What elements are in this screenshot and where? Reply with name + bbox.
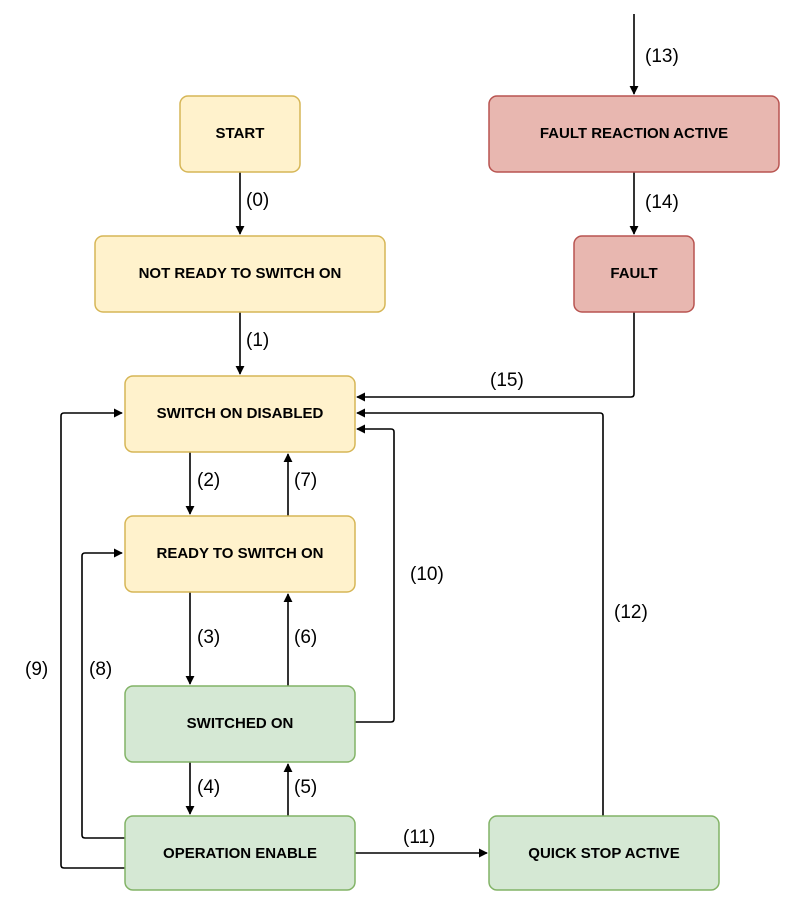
edge-9 [60, 408, 125, 869]
state-not-ready-to-switch-on: NOT READY TO SWITCH ON [94, 235, 386, 313]
edge-10 [355, 424, 395, 723]
label-t12: (12) [614, 602, 648, 623]
state-start-label: START [216, 125, 265, 142]
state-operation-enable: OPERATION ENABLE [124, 815, 356, 891]
label-t8: (8) [89, 659, 112, 680]
state-fault-reaction-active: FAULT REACTION ACTIVE [488, 95, 780, 173]
state-start: START [179, 95, 301, 173]
state-ready-to-switch-on-label: READY TO SWITCH ON [157, 545, 324, 562]
state-not-ready-label: NOT READY TO SWITCH ON [139, 265, 342, 282]
label-t10: (10) [410, 564, 444, 585]
state-quick-stop-active-label: QUICK STOP ACTIVE [528, 845, 679, 862]
label-t3: (3) [197, 627, 220, 648]
state-fault-label: FAULT [610, 265, 657, 282]
label-t0: (0) [246, 190, 269, 211]
label-t1: (1) [246, 330, 269, 351]
label-t9: (9) [25, 659, 48, 680]
edge-8 [81, 548, 125, 839]
state-ready-to-switch-on: READY TO SWITCH ON [124, 515, 356, 593]
label-t15: (15) [490, 370, 524, 391]
label-t7: (7) [294, 470, 317, 491]
label-t2: (2) [197, 470, 220, 491]
state-fault-reaction-active-label: FAULT REACTION ACTIVE [540, 125, 728, 142]
edge-12 [356, 408, 604, 816]
label-t5: (5) [294, 777, 317, 798]
label-t6: (6) [294, 627, 317, 648]
state-switch-on-disabled: SWITCH ON DISABLED [124, 375, 356, 453]
state-operation-enable-label: OPERATION ENABLE [163, 845, 317, 862]
state-fault: FAULT [573, 235, 695, 313]
label-t4: (4) [197, 777, 220, 798]
label-t14: (14) [645, 192, 679, 213]
label-t13: (13) [645, 46, 679, 67]
state-switched-on: SWITCHED ON [124, 685, 356, 763]
state-quick-stop-active: QUICK STOP ACTIVE [488, 815, 720, 891]
edge-15 [356, 312, 635, 402]
state-switched-on-label: SWITCHED ON [187, 715, 294, 732]
label-t11: (11) [403, 827, 435, 848]
state-switch-on-disabled-label: SWITCH ON DISABLED [157, 405, 324, 422]
